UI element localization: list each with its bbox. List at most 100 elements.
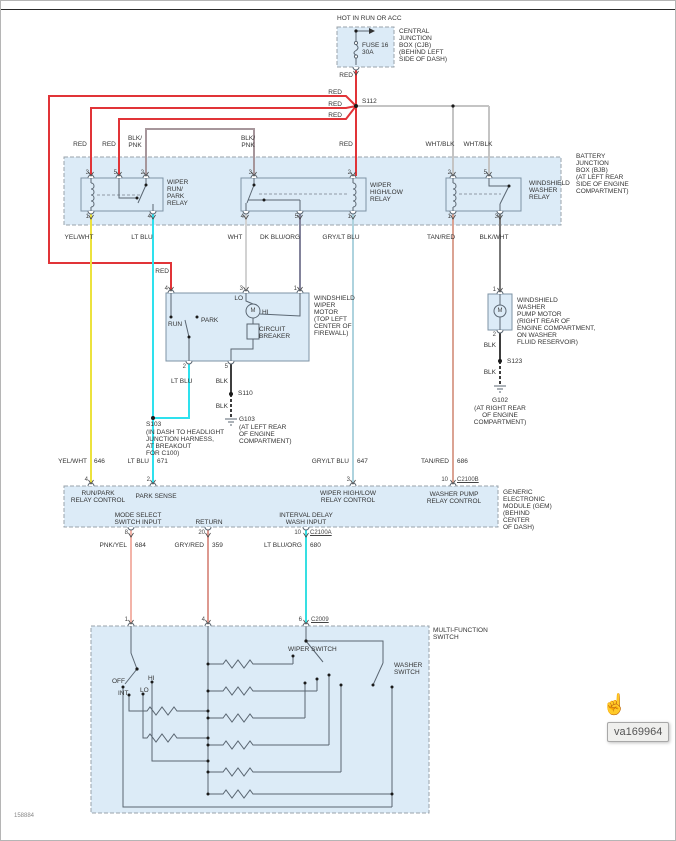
- ground-g103-note: (AT LEFT REAR OF ENGINE COMPARTMENT): [239, 424, 292, 445]
- pin-number: 8: [124, 530, 128, 536]
- pump-motor-symbol: [493, 304, 507, 318]
- wire-label-lt-blu: LT BLU: [171, 378, 193, 385]
- hand-cursor-icon: ☝: [602, 694, 627, 716]
- gem-run-park-label: RUN/PARK RELAY CONTROL: [70, 490, 126, 504]
- washer-relay-box: [445, 177, 522, 212]
- wire-blk: [230, 332, 501, 394]
- wire-label-gry-lt-blu: GRY/LT BLU: [311, 458, 349, 465]
- ground-g103-label: G103: [239, 416, 255, 423]
- mfs-resistor-row: [208, 683, 306, 723]
- pin-number: 10: [294, 530, 301, 536]
- washer-pump-note: WINDSHIELD WASHER PUMP MOTOR (RIGHT REAR…: [517, 297, 596, 346]
- pump-m-label: M: [497, 308, 503, 314]
- motor-run-label: RUN: [168, 321, 183, 328]
- splice-s110-label: S110: [238, 390, 253, 397]
- motor-symbol: [245, 303, 261, 319]
- wire-label-yel-wht: YEL/WHT: [58, 458, 87, 465]
- wire-label-red: RED: [339, 141, 353, 148]
- wire-label-red: RED: [328, 112, 342, 119]
- pin-number: 3: [248, 170, 252, 176]
- washer-switch-label: WASHER SWITCH: [394, 662, 423, 676]
- footer-code: 158884: [14, 813, 35, 819]
- circuit-number: 684: [135, 542, 146, 549]
- pin-number: 1: [447, 214, 451, 220]
- junction-dots: [121, 29, 511, 796]
- mfs-lo-resistor: [142, 694, 208, 743]
- pin-number: 3: [494, 214, 498, 220]
- pin-number: 1: [85, 214, 89, 220]
- circuit-breaker-symbol: [246, 323, 260, 340]
- relay-coil: [90, 178, 95, 211]
- circuit-number: 680: [310, 542, 321, 549]
- wire-label-tan-red: TAN/RED: [420, 458, 449, 465]
- relay-contacts: [245, 178, 301, 211]
- wire-label-blk: BLK: [483, 342, 496, 349]
- wire-label-lt-blu: LT BLU: [127, 458, 149, 465]
- arrow-icon: [369, 28, 375, 34]
- circuit-breaker-label: CIRCUIT BREAKER: [259, 326, 291, 340]
- fuse-feed-line: [355, 30, 369, 65]
- component-boxes: [63, 26, 562, 814]
- wiper-motor-box: [165, 292, 310, 362]
- splice-s112-label: S112: [362, 98, 377, 105]
- motor-m-label: M: [250, 308, 256, 314]
- pin-number: 2: [492, 332, 496, 338]
- relay-coil: [452, 178, 457, 211]
- mfs-resistor-row: [208, 789, 392, 799]
- wire-wht-blk: [356, 105, 490, 176]
- washer-relay-label: WINDSHIELD WASHER RELAY: [529, 180, 570, 201]
- wiper-motor-note: WINDSHIELD WIPER MOTOR (TOP LEFT CENTER …: [314, 295, 355, 337]
- high-low-relay-label: WIPER HIGH/LOW RELAY: [370, 182, 403, 203]
- pin-number: 2: [146, 477, 150, 483]
- mfs-resistor-row: [208, 675, 330, 750]
- pin-number: 1: [293, 286, 297, 292]
- pin-number: 1: [347, 214, 351, 220]
- pin-number: 1: [124, 617, 128, 623]
- ground-g102-note: (AT RIGHT REAR OF ENGINE COMPARTMENT): [473, 405, 527, 426]
- pin-number: 1: [492, 287, 496, 293]
- relay-coil: [352, 178, 357, 211]
- gem-high-low-label: WIPER HIGH/LOW RELAY CONTROL: [320, 490, 376, 504]
- relay-contacts: [488, 178, 510, 211]
- pin-number: 6: [298, 617, 302, 623]
- pin-number: 3: [239, 286, 243, 292]
- pin-number: 5: [113, 170, 117, 176]
- mfs-int-resistor: [128, 695, 208, 716]
- gem-box: [63, 485, 499, 528]
- gem-mode-select-label: MODE SELECT SWITCH INPUT: [114, 512, 162, 526]
- wire-label-red: RED: [155, 268, 169, 275]
- wire-label-lt-blu-org: LT BLU/ORG: [263, 542, 302, 549]
- motor-lo-label: LO: [234, 295, 243, 302]
- mfs-off-label: OFF: [112, 678, 125, 685]
- circuit-number: 671: [157, 458, 168, 465]
- splice-s123-label: S123: [507, 358, 523, 365]
- wire-label-blk-pnk: BLK/ PNK: [240, 135, 256, 149]
- fuse-terminal: [353, 54, 359, 59]
- bjb-note: BATTERY JUNCTION BOX (BJB) (AT LEFT REAR…: [576, 153, 629, 195]
- wire-label-wht-blk: WHT/BLK: [425, 141, 455, 148]
- wire-label-blk-wht: BLK/WHT: [479, 234, 509, 241]
- pin-number: 5: [294, 214, 298, 220]
- ground-icon: [225, 418, 237, 426]
- connector-label: C2009: [311, 617, 329, 623]
- mfs-lo-label: LO: [140, 687, 149, 694]
- mfs-note: MULTI-FUNCTION SWITCH: [433, 627, 488, 641]
- motor-internal-lines: [170, 293, 301, 361]
- wire-label-red: RED: [328, 101, 342, 108]
- wire-label-pnk-yel: PNK/YEL: [99, 542, 127, 549]
- wire-label-dk-blu-org: DK BLU/ORG: [259, 234, 301, 241]
- internal-circuits: [90, 28, 510, 808]
- gem-washer-ctl-label: WASHER PUMP RELAY CONTROL: [426, 491, 482, 505]
- gem-return-label: RETURN: [195, 519, 223, 526]
- gem-interval-label: INTERVAL DELAY WASH INPUT: [279, 512, 333, 526]
- wires: [48, 67, 501, 624]
- mfs-hi-line: [151, 682, 208, 762]
- mfs-wiper-mode-arm: [124, 626, 138, 685]
- wire-label-blk-pnk: BLK/ PNK: [127, 135, 143, 149]
- wire-label-red: RED: [102, 141, 116, 148]
- wire-label-red: RED: [339, 72, 353, 79]
- wire-lt-blu: [152, 211, 190, 486]
- wire-blk-pnk: [145, 128, 255, 176]
- top-rule: [1, 9, 675, 10]
- wiper-switch-label: WIPER SWITCH: [288, 646, 337, 653]
